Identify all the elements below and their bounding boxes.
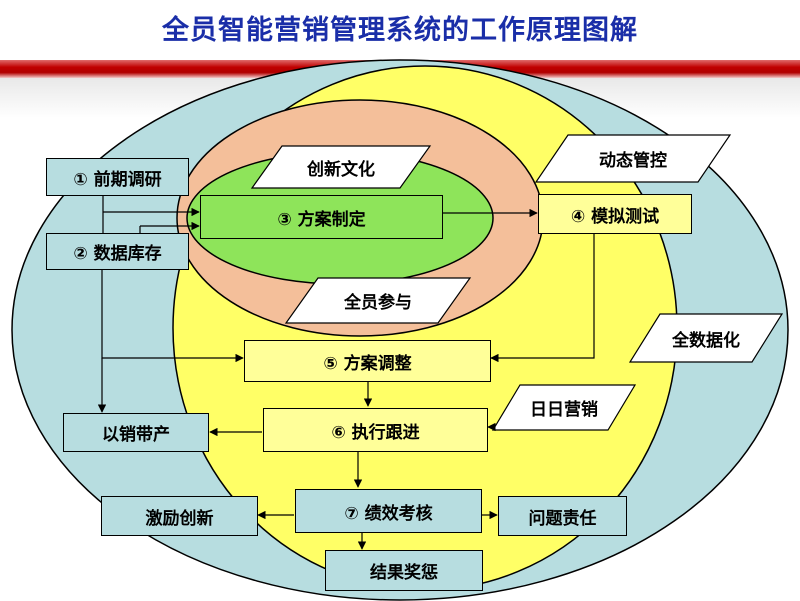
box-adjust: ⑤ 方案调整 bbox=[244, 340, 491, 382]
tag-dynamic: 动态管控 bbox=[599, 151, 667, 171]
box-rewards: 结果奖惩 bbox=[325, 550, 483, 591]
box-responsibility: 问题责任 bbox=[498, 496, 627, 536]
box-plan: ③ 方案制定 bbox=[200, 195, 443, 239]
tag-participation-shape bbox=[284, 277, 472, 324]
tag-participation: 全员参与 bbox=[344, 293, 412, 313]
arrow-simulation-to-adjust bbox=[490, 234, 595, 363]
tag-daily-shape bbox=[491, 384, 637, 431]
tag-innovation-shape bbox=[250, 145, 432, 189]
box-execute: ⑥ 执行跟进 bbox=[263, 408, 488, 452]
tag-daily: 日日营销 bbox=[530, 400, 598, 420]
box-database: ② 数据库存 bbox=[46, 233, 189, 270]
tag-digitization-shape bbox=[628, 313, 784, 363]
box-appraisal: ⑦ 绩效考核 bbox=[295, 489, 482, 533]
tag-innovation: 创新文化 bbox=[307, 159, 375, 180]
box-sales-prod: 以销带产 bbox=[63, 413, 209, 452]
box-incentive: 激励创新 bbox=[101, 496, 258, 536]
box-simulation: ④ 模拟测试 bbox=[538, 194, 692, 234]
tag-dynamic-shape bbox=[534, 134, 732, 183]
page-title: 全员智能营销管理系统的工作原理图解 bbox=[162, 15, 638, 46]
box-research: ① 前期调研 bbox=[46, 158, 189, 196]
tag-digitization: 全数据化 bbox=[672, 330, 740, 351]
